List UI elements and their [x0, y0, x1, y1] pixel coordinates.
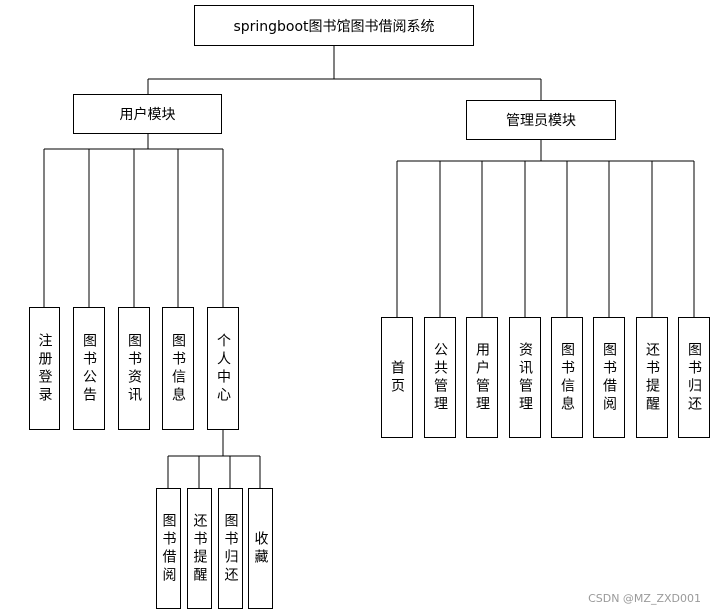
user-child-book-news: 图书资讯	[118, 307, 150, 430]
personal-child-book-borrow: 图书借阅	[156, 488, 181, 609]
user-child-book-notice: 图书公告	[73, 307, 105, 430]
admin-child-book-return: 图书归还	[678, 317, 710, 438]
root-node: springboot图书馆图书借阅系统	[194, 5, 474, 46]
personal-child-favorites: 收藏	[248, 488, 273, 609]
admin-child-news-management: 资讯管理	[509, 317, 541, 438]
user-module-node: 用户模块	[73, 94, 222, 134]
watermark: CSDN @MZ_ZXD001	[588, 592, 701, 605]
admin-module-node: 管理员模块	[466, 100, 616, 140]
personal-child-book-return: 图书归还	[218, 488, 243, 609]
admin-child-home: 首页	[381, 317, 413, 438]
admin-module-label: 管理员模块	[506, 113, 576, 129]
user-module-label: 用户模块	[119, 107, 176, 123]
root-node-label: springboot图书馆图书借阅系统	[233, 18, 435, 35]
user-child-book-info: 图书信息	[162, 307, 194, 430]
admin-child-user-management: 用户管理	[466, 317, 498, 438]
personal-child-return-reminder: 还书提醒	[187, 488, 212, 609]
admin-child-return-reminder: 还书提醒	[636, 317, 668, 438]
user-child-personal-center: 个人中心	[207, 307, 239, 430]
admin-child-public-management: 公共管理	[424, 317, 456, 438]
user-child-register-login: 注册登录	[29, 307, 60, 430]
admin-child-book-info: 图书信息	[551, 317, 583, 438]
admin-child-book-borrow: 图书借阅	[593, 317, 625, 438]
